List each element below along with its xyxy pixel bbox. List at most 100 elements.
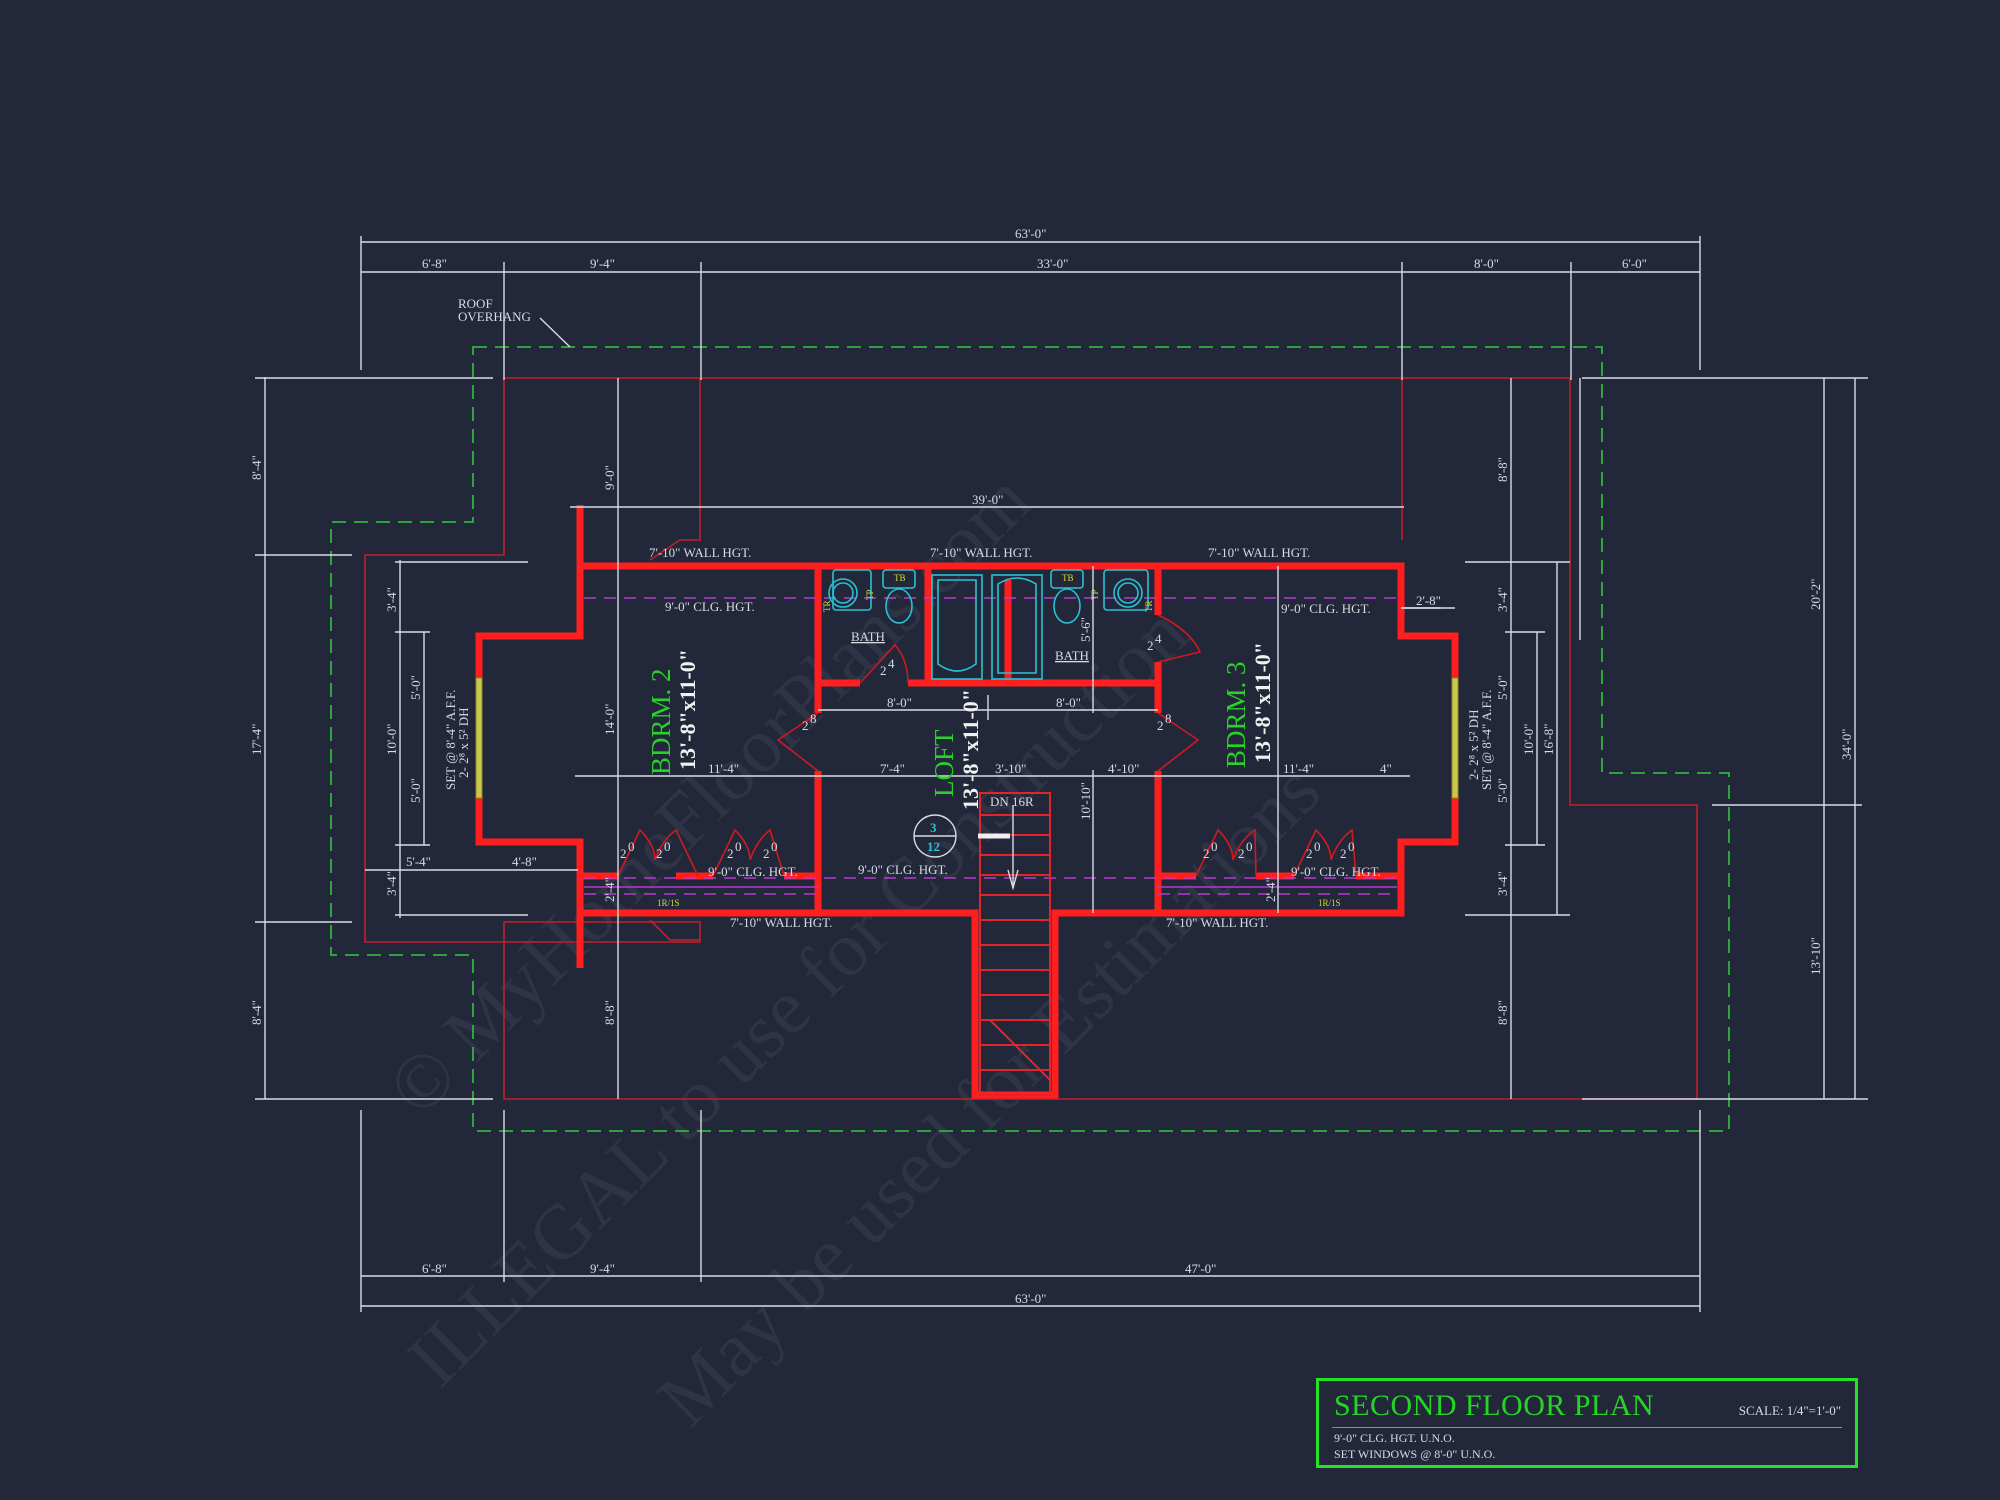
svg-text:0: 0 bbox=[1246, 839, 1253, 854]
svg-text:9'-0" CLG. HGT.: 9'-0" CLG. HGT. bbox=[665, 599, 755, 614]
svg-text:2: 2 bbox=[1238, 846, 1245, 861]
svg-text:2: 2 bbox=[1157, 718, 1164, 733]
svg-text:12: 12 bbox=[927, 839, 940, 854]
svg-text:1R/1S: 1R/1S bbox=[1318, 898, 1341, 908]
door-swings bbox=[617, 614, 1357, 877]
room-name-bath-left: BATH bbox=[851, 629, 885, 644]
svg-text:2- 2⁸ x 5² DH: 2- 2⁸ x 5² DH bbox=[1466, 709, 1481, 780]
svg-text:47'-0": 47'-0" bbox=[1185, 1261, 1216, 1276]
svg-text:9'-0" CLG. HGT.: 9'-0" CLG. HGT. bbox=[708, 864, 798, 879]
svg-text:8'-0": 8'-0" bbox=[1056, 695, 1081, 710]
svg-text:5'-0": 5'-0" bbox=[1495, 778, 1510, 803]
svg-text:TR: TR bbox=[1144, 600, 1154, 612]
sink-icon bbox=[885, 588, 913, 624]
svg-text:2: 2 bbox=[1147, 638, 1154, 653]
svg-text:7'-10" WALL HGT.: 7'-10" WALL HGT. bbox=[730, 915, 832, 930]
roof-valley-left-bottom bbox=[649, 919, 700, 941]
window-left bbox=[475, 677, 483, 799]
svg-text:0: 0 bbox=[664, 839, 671, 854]
title-divider bbox=[1332, 1427, 1842, 1428]
svg-text:TP: TP bbox=[1090, 589, 1100, 600]
svg-text:3'-4": 3'-4" bbox=[1495, 871, 1510, 896]
svg-text:8'-0": 8'-0" bbox=[887, 695, 912, 710]
svg-text:20'-2": 20'-2" bbox=[1808, 579, 1823, 610]
svg-text:3'-4": 3'-4" bbox=[384, 587, 399, 612]
roof-overhang-outline bbox=[330, 346, 1730, 1132]
svg-text:34'-0": 34'-0" bbox=[1839, 729, 1854, 760]
svg-text:1R/1S: 1R/1S bbox=[657, 898, 680, 908]
svg-text:2'-8": 2'-8" bbox=[1416, 593, 1441, 608]
svg-text:9'-0" CLG. HGT.: 9'-0" CLG. HGT. bbox=[1291, 864, 1381, 879]
svg-text:39'-0": 39'-0" bbox=[972, 492, 1003, 507]
svg-text:5'-0": 5'-0" bbox=[408, 675, 423, 700]
svg-text:OVERHANG: OVERHANG bbox=[458, 309, 531, 324]
svg-text:33'-0": 33'-0" bbox=[1037, 256, 1068, 271]
svg-text:SET @ 8'-4" A.F.F.: SET @ 8'-4" A.F.F. bbox=[1479, 690, 1494, 790]
svg-text:17'-4": 17'-4" bbox=[249, 724, 264, 755]
svg-text:9'-0" CLG. HGT.: 9'-0" CLG. HGT. bbox=[1281, 601, 1371, 616]
svg-text:0: 0 bbox=[628, 839, 635, 854]
svg-text:9'-4": 9'-4" bbox=[590, 256, 615, 271]
svg-text:2: 2 bbox=[1203, 846, 1210, 861]
svg-text:0: 0 bbox=[735, 839, 742, 854]
svg-text:3'-4": 3'-4" bbox=[384, 871, 399, 896]
svg-text:4: 4 bbox=[1155, 631, 1162, 646]
svg-text:11'-4": 11'-4" bbox=[1283, 761, 1314, 776]
svg-text:5'-4": 5'-4" bbox=[406, 854, 431, 869]
svg-text:6'-8": 6'-8" bbox=[422, 1261, 447, 1276]
drawing-title: SECOND FLOOR PLAN bbox=[1334, 1389, 1655, 1422]
room-name-loft: LOFT bbox=[929, 729, 959, 797]
exterior-wall bbox=[576, 505, 1459, 1099]
svg-text:8'-4": 8'-4" bbox=[249, 1000, 264, 1025]
svg-text:13'-10": 13'-10" bbox=[1808, 937, 1823, 975]
towel-bar-icon-2 bbox=[1050, 569, 1084, 589]
toilet-icon bbox=[828, 578, 858, 608]
svg-text:4'-8": 4'-8" bbox=[512, 854, 537, 869]
svg-text:8'-4": 8'-4" bbox=[249, 455, 264, 480]
toilet-icon-2 bbox=[1113, 578, 1143, 608]
svg-text:2'-4": 2'-4" bbox=[1263, 877, 1278, 902]
svg-text:5'-0": 5'-0" bbox=[408, 778, 423, 803]
svg-text:2: 2 bbox=[727, 846, 734, 861]
svg-text:0: 0 bbox=[1211, 839, 1218, 854]
svg-text:TB: TB bbox=[1062, 573, 1074, 583]
svg-text:4'-10": 4'-10" bbox=[1108, 761, 1139, 776]
room-labels: BDRM. 2 13'-8"x11-0" LOFT 13'-8"x11-0" B… bbox=[646, 629, 1275, 810]
dimension-lines bbox=[255, 236, 1868, 1312]
svg-text:2- 2⁸ x 5² DH: 2- 2⁸ x 5² DH bbox=[456, 707, 471, 778]
svg-text:2: 2 bbox=[1306, 846, 1313, 861]
room-name-bath-right: BATH bbox=[1055, 648, 1089, 663]
svg-text:9'-0": 9'-0" bbox=[602, 465, 617, 490]
bath-walls bbox=[814, 566, 1162, 713]
interior-walls bbox=[580, 771, 1401, 913]
svg-text:2: 2 bbox=[763, 846, 770, 861]
bath-fixtures: TB TB TP TP TR TR bbox=[822, 569, 1154, 680]
svg-text:63'-0": 63'-0" bbox=[1015, 226, 1046, 241]
svg-text:0: 0 bbox=[1348, 839, 1355, 854]
svg-text:10'-0": 10'-0" bbox=[384, 724, 399, 755]
roof-pitch-symbol: 3 12 bbox=[913, 814, 1010, 858]
svg-text:9'-0" CLG. HGT.: 9'-0" CLG. HGT. bbox=[858, 862, 948, 877]
roof-line bbox=[364, 377, 1698, 1100]
stairs-label: DN 16R bbox=[990, 794, 1034, 809]
svg-text:TR: TR bbox=[822, 600, 832, 612]
title-note-ceiling: 9'-0" CLG. HGT. U.N.O. bbox=[1334, 1431, 1455, 1445]
svg-text:9'-4": 9'-4" bbox=[590, 1261, 615, 1276]
svg-text:8'-8": 8'-8" bbox=[1495, 1000, 1510, 1025]
svg-text:6'-8": 6'-8" bbox=[422, 256, 447, 271]
svg-text:2: 2 bbox=[880, 663, 887, 678]
svg-text:2: 2 bbox=[1340, 846, 1347, 861]
svg-text:7'-4": 7'-4" bbox=[880, 761, 905, 776]
room-size-loft: 13'-8"x11-0" bbox=[958, 689, 983, 810]
svg-text:8: 8 bbox=[810, 711, 817, 726]
svg-text:2: 2 bbox=[802, 718, 809, 733]
plan-notes: ROOF OVERHANG 7'-10" WALL HGT. 7'-10" WA… bbox=[443, 296, 1494, 930]
svg-text:11'-4": 11'-4" bbox=[708, 761, 739, 776]
room-name-bdrm3: BDRM. 3 bbox=[1221, 661, 1251, 768]
stairs: DN 16R bbox=[979, 792, 1051, 1096]
svg-text:10'-10": 10'-10" bbox=[1078, 782, 1093, 820]
svg-text:0: 0 bbox=[1314, 839, 1321, 854]
svg-text:8'-8": 8'-8" bbox=[1495, 457, 1510, 482]
dimension-text: 63'-0" 6'-8" 9'-4" 33'-0" 8'-0" 6'-0" 6'… bbox=[249, 226, 1854, 1306]
